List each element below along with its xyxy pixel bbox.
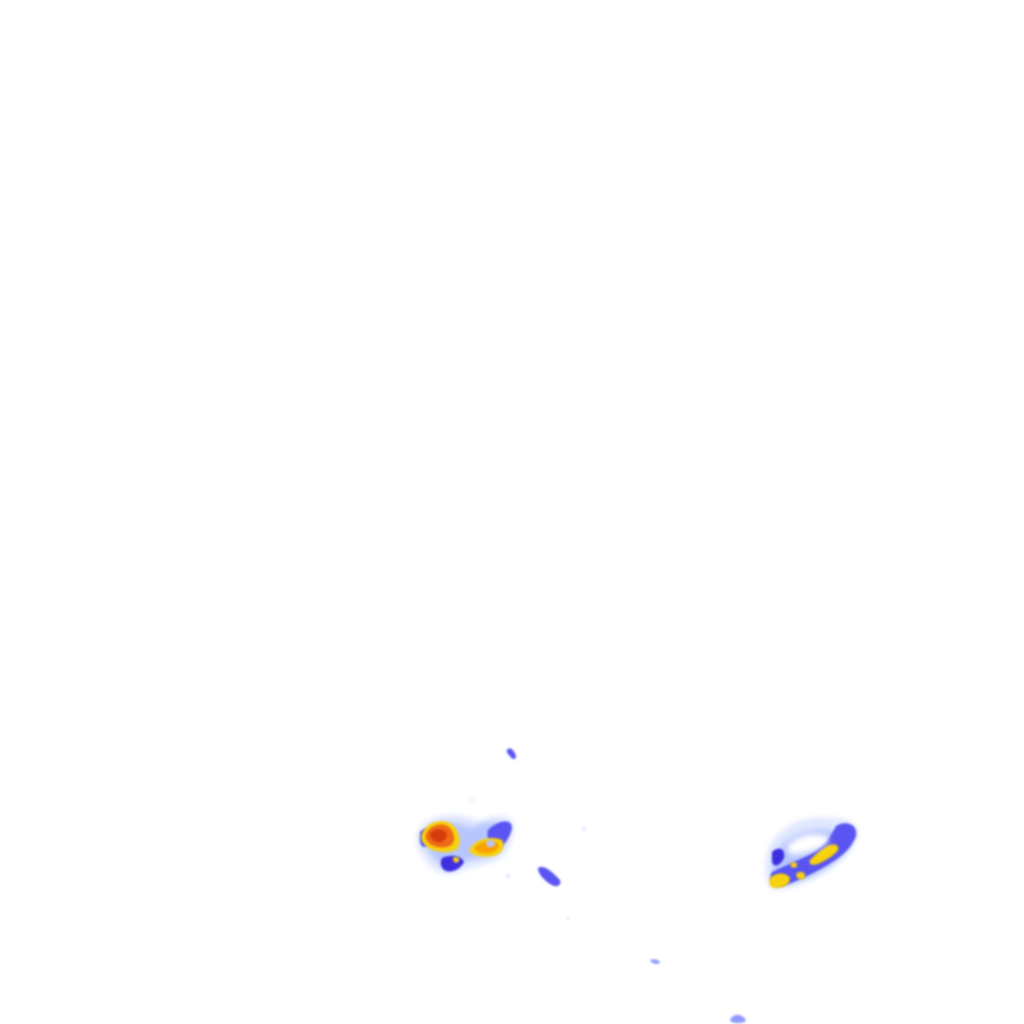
cell-east-medium-echo-ring	[770, 823, 857, 887]
echo-speck-b	[506, 874, 510, 878]
cell-east-medium-echo-west	[772, 848, 785, 866]
echo-speck-d	[470, 798, 474, 802]
cell-east-heavy-speck-b	[790, 862, 798, 868]
cell-east-white-gap	[788, 834, 829, 855]
cell-east-heavy-speck-a	[796, 871, 806, 880]
cell-east-heavy-core-south	[769, 873, 790, 888]
cell-center-heavy-speck	[453, 857, 460, 863]
echo-speck-a	[582, 827, 586, 831]
echo-fragments	[470, 748, 746, 1023]
echo-speck-c	[566, 916, 570, 920]
cell-center-extreme-core-west	[430, 829, 447, 843]
echo-fragment-bottom	[730, 1014, 746, 1023]
echo-fragment-southeast	[650, 959, 660, 964]
cell-east-heavy-band	[809, 844, 839, 865]
echo-fragment-north	[506, 748, 516, 759]
storm-cell-center	[416, 815, 514, 875]
storm-cell-east	[765, 817, 858, 890]
cell-center-hole-east	[486, 840, 495, 848]
echo-fragment-south	[538, 866, 561, 887]
